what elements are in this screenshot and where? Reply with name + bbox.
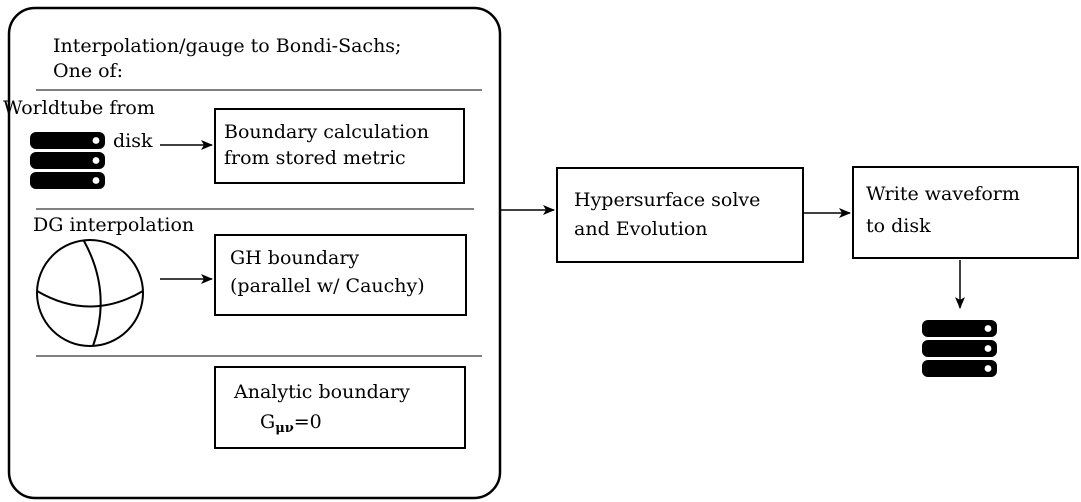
- dg-interpolation-label: DG interpolation: [33, 214, 195, 236]
- panel-heading-line1: Interpolation/gauge to Bondi-Sachs;: [53, 35, 402, 57]
- equation-g: G: [260, 411, 276, 433]
- hypersurface-line2: and Evolution: [574, 218, 708, 240]
- database-icon: [30, 132, 105, 189]
- write-waveform-line1: Write waveform: [866, 183, 1020, 205]
- write-waveform-line2: to disk: [866, 215, 931, 237]
- equation-rest: =0: [293, 411, 322, 433]
- boundary-calculation-line2: from stored metric: [224, 147, 406, 169]
- hypersurface-box: Hypersurface solve and Evolution: [556, 167, 804, 263]
- panel-heading-line2: One of:: [53, 60, 123, 82]
- boundary-calculation-box: Boundary calculation from stored metric: [214, 108, 465, 184]
- gh-boundary-line2: (parallel w/ Cauchy): [230, 275, 425, 297]
- gh-boundary-line1: GH boundary: [230, 247, 360, 269]
- database-icon: [922, 320, 997, 377]
- sphere-icon: [36, 239, 144, 347]
- outer-panel-border: [7, 6, 502, 500]
- analytic-boundary-line1: Analytic boundary: [234, 381, 410, 403]
- write-waveform-box: Write waveform to disk: [852, 166, 1079, 259]
- gh-boundary-box: GH boundary (parallel w/ Cauchy): [214, 234, 467, 316]
- worldtube-label: Worldtube from: [3, 97, 155, 119]
- hypersurface-line1: Hypersurface solve: [574, 189, 761, 211]
- worldtube-label-disk: disk: [113, 130, 153, 152]
- boundary-calculation-line1: Boundary calculation: [224, 121, 429, 143]
- analytic-boundary-box: Analytic boundary Gμν=0: [214, 366, 466, 449]
- analytic-equation: Gμν=0: [260, 409, 322, 442]
- equation-subscript: μν: [275, 421, 294, 436]
